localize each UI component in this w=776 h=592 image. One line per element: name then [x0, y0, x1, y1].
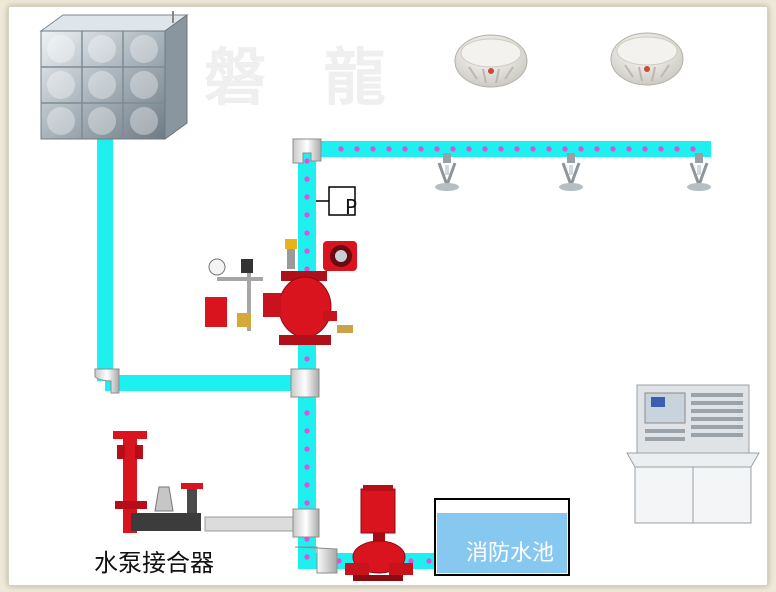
flow-dot	[578, 146, 584, 152]
sprinkler-head	[435, 153, 459, 191]
flow-dot	[304, 194, 310, 200]
diagram-canvas: 磐 龍	[8, 6, 768, 586]
sprinkler-head	[559, 153, 583, 191]
flow-dot	[514, 146, 520, 152]
flow-dot	[304, 464, 310, 470]
flow-dot	[338, 146, 344, 152]
flow-dot	[562, 146, 568, 152]
alarm-valve-group	[205, 239, 357, 345]
flow-dot	[304, 266, 310, 272]
flow-dot	[434, 146, 440, 152]
watermark-text: 磐 龍	[204, 41, 404, 114]
sprinkler-head	[687, 153, 711, 191]
sprinkler-branch-pipe	[307, 141, 711, 157]
flow-dot	[304, 536, 310, 542]
flow-dot	[386, 146, 392, 152]
flow-dot	[354, 146, 360, 152]
flow-dot	[304, 176, 310, 182]
pressure-switch-label: P	[344, 195, 358, 219]
flow-dot	[304, 158, 310, 164]
system-diagram	[39, 11, 760, 581]
flow-dot	[370, 146, 376, 152]
flow-dot	[408, 558, 414, 564]
fire-pool	[434, 498, 570, 576]
tank-outlet-pipe	[97, 133, 113, 381]
flow-dot	[450, 146, 456, 152]
water-tank	[39, 11, 189, 140]
adapter-dry-pipe	[204, 516, 302, 532]
elbow-fitting	[94, 368, 120, 394]
flow-dot	[658, 146, 664, 152]
elbow-fitting	[292, 138, 322, 164]
pressure-switch-box	[328, 186, 356, 216]
flow-dot	[466, 146, 472, 152]
flow-dot	[594, 146, 600, 152]
flow-dot	[546, 146, 552, 152]
flow-dot	[642, 146, 648, 152]
flow-dot	[610, 146, 616, 152]
flow-dot	[482, 146, 488, 152]
pipe-fittings	[94, 138, 338, 574]
flow-dot	[418, 146, 424, 152]
smoke-detector	[454, 34, 528, 88]
fire-pool-label: 消防水池	[465, 541, 554, 566]
flow-dot	[304, 446, 310, 452]
tank-feed-pipe	[105, 375, 301, 391]
pump-adapter	[113, 431, 203, 533]
flow-dot	[674, 146, 680, 152]
tee-fitting	[292, 508, 320, 538]
flow-dot	[402, 146, 408, 152]
elbow-fitting	[294, 546, 338, 574]
flow-dot	[304, 554, 310, 560]
flow-dot	[498, 146, 504, 152]
flow-dot	[304, 482, 310, 488]
flow-dot	[304, 248, 310, 254]
flow-dot	[304, 410, 310, 416]
flow-dot	[304, 500, 310, 506]
flow-dot	[304, 428, 310, 434]
fire-control-panel	[626, 384, 760, 524]
flow-dot	[530, 146, 536, 152]
smoke-detector	[610, 32, 684, 86]
flow-dot	[304, 356, 310, 362]
pump-adapter-label: 水泵接合器	[94, 549, 214, 577]
flow-dot	[304, 230, 310, 236]
flow-dot	[690, 146, 696, 152]
flow-dot	[336, 558, 342, 564]
flow-dot	[626, 146, 632, 152]
flow-dot	[426, 558, 432, 564]
flow-dot	[304, 212, 310, 218]
fire-pump	[345, 485, 413, 581]
tee-fitting	[290, 368, 320, 398]
